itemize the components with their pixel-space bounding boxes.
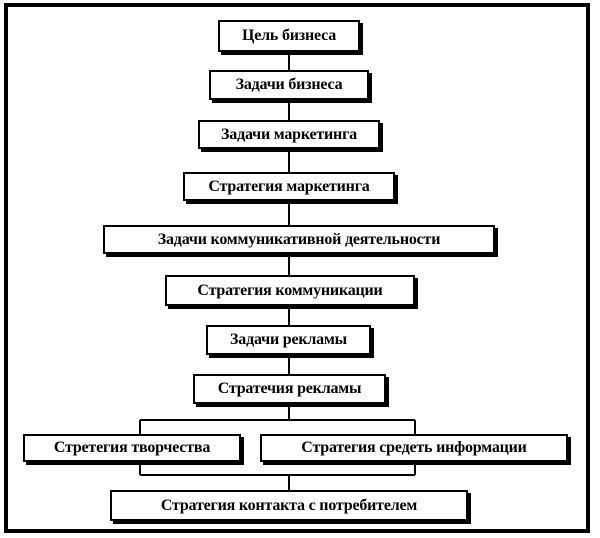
node-business-tasks: Задачи бизнеса — [209, 70, 369, 100]
node-creative-strategy: Стретегия творчества — [23, 434, 241, 462]
node-communication-strategy: Стратегия коммуникации — [165, 275, 415, 306]
node-marketing-tasks: Задачи маркетинга — [198, 120, 380, 149]
node-media-strategy: Стратегия средеть информации — [260, 434, 568, 462]
diagram-frame — [4, 3, 590, 533]
node-communication-activity-tasks: Задачи коммуникативной деятельности — [103, 225, 495, 254]
node-advertising-tasks: Задачи рекламы — [206, 325, 371, 355]
node-marketing-strategy: Стратегия маркетинга — [183, 172, 395, 201]
node-advertising-strategy: Стратечия рекламы — [193, 374, 386, 404]
node-consumer-contact-strategy: Стратегия контакта с потребителем — [110, 490, 468, 521]
node-business-goal: Цель бизнеса — [218, 20, 360, 52]
